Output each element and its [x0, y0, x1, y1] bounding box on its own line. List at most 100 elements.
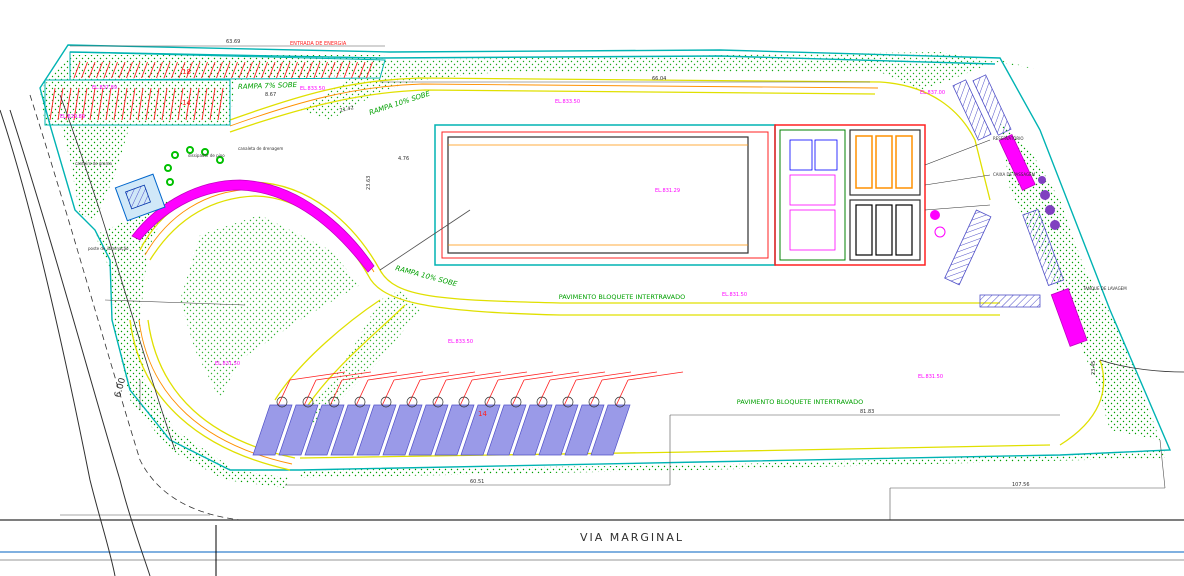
parking-stall-line [148, 61, 156, 79]
truck-bay [252, 371, 346, 456]
ramp-label-low: RAMPA 10% SOBE [394, 264, 458, 288]
parking-stall-line [161, 87, 168, 121]
parking-stall-line [261, 61, 268, 79]
green-curve-left [95, 200, 290, 488]
green-area [40, 52, 1165, 488]
elev-tag: EL.829.89 [60, 114, 85, 120]
parking-stall-line [118, 61, 126, 79]
dim-right-vert: 23.45 [1091, 361, 1097, 375]
utility-block [774, 124, 991, 266]
parking-stall-line [358, 61, 366, 79]
elev-tag: EL.837.89 [92, 85, 117, 91]
parking-stall-line [49, 87, 56, 121]
parking-stall-line [137, 87, 144, 121]
parking-stall-line [105, 87, 112, 121]
pavement-label-1: PAVIMENTO BLOQUETE INTERTRAVADO [559, 293, 685, 301]
elev-tag: EL.833.50 [300, 86, 325, 92]
truck-bay [460, 371, 554, 456]
parking-stall-line [111, 61, 118, 79]
parking-stall-line [126, 61, 133, 79]
parking-stall-line [217, 87, 224, 121]
parking-stall-line [113, 87, 120, 121]
parking-stall-line [129, 87, 136, 121]
parking-stall-line [268, 61, 276, 79]
parking-top-left [44, 51, 386, 126]
parking-stall-line [343, 61, 351, 79]
parking-stall-line [133, 61, 141, 79]
dim-building-h: 4.76 [398, 156, 409, 162]
dim-road-span: 107.56 [1012, 482, 1030, 488]
note: poste de iluminação [88, 246, 129, 251]
ramp-band-magenta [131, 179, 375, 273]
elev-tag: EL.833.50 [555, 99, 580, 105]
parking-stall-line [153, 87, 160, 121]
dim-right-span: 81.83 [860, 409, 874, 415]
pavement-label-2: PAVIMENTO BLOQUETE INTERTRAVADO [737, 398, 863, 406]
note: canteiro de grama [75, 161, 112, 166]
ramp-label-top: RAMPA 7% SOBE [238, 81, 298, 91]
truck-bay [382, 371, 476, 456]
truck-bay [278, 371, 372, 456]
parking-stall-line [366, 61, 373, 79]
parking-stall-line [231, 61, 238, 79]
parking-stall-line [291, 61, 298, 79]
dim-ramp-width: 8.67 [265, 92, 276, 98]
truck-bay [486, 371, 580, 456]
parking-stall-line [193, 61, 201, 79]
elev-tag: EL.831.50 [918, 374, 943, 380]
parking-stall-line [246, 61, 253, 79]
truck-bay [590, 371, 684, 456]
elev-tag: EL.831.50 [722, 292, 747, 298]
parking-stall-line [163, 61, 171, 79]
green-strip-top [300, 52, 1040, 120]
parking-count-top: 18 [182, 68, 191, 76]
elev-tag: EL.837.00 [920, 90, 945, 96]
parking-stall-line [306, 61, 313, 79]
parking-stall-line [313, 61, 321, 79]
parking-stall-line [208, 61, 216, 79]
site-boundary [39, 44, 1172, 471]
dim-ramp-len: 21.42 [339, 105, 354, 114]
dim-building-w: 23.63 [366, 176, 372, 190]
tree-row [164, 146, 224, 186]
parking-count-bottom: 14 [478, 410, 487, 418]
parking-stall-line [351, 61, 358, 79]
entrance-label: ENTRADA DE ENERGIA [290, 41, 347, 47]
central-building [379, 124, 776, 271]
parking-stall-line [169, 87, 176, 121]
parking-count-mid: 14 [182, 99, 191, 107]
truck-bay [304, 371, 398, 456]
parking-stall-line [96, 61, 103, 79]
parking-stall-line [298, 61, 306, 79]
dim-top-width: 63.69 [226, 39, 240, 45]
elev-tag: EL.831.29 [655, 188, 680, 194]
dim-left-offset: 6.00 [113, 377, 128, 399]
parking-stall-line [201, 61, 208, 79]
green-strip-right [1000, 120, 1160, 440]
parking-stall-line [141, 61, 148, 79]
parking-stall-line [283, 61, 291, 79]
note: dissipador de pino [188, 153, 225, 158]
dim-top-span: 66.04 [652, 76, 666, 82]
truck-bay [330, 371, 424, 456]
right-bays [944, 74, 1088, 347]
green-island [180, 215, 360, 400]
truck-bay [356, 371, 450, 456]
elev-tag: EL.831.50 [215, 361, 240, 367]
note: CAIXA DE PASSAGEM [993, 172, 1036, 177]
parking-stall-line [73, 87, 80, 121]
truck-bay [408, 371, 502, 456]
parking-stall-line [336, 61, 343, 79]
annotation-notes: canteiro de grama poste de iluminação di… [75, 136, 1127, 291]
parking-stall-line [193, 87, 200, 121]
truck-bay [538, 371, 632, 456]
parking-stall-line [216, 61, 223, 79]
parking-stall-line [171, 61, 178, 79]
truck-bay [512, 371, 606, 456]
parking-stall-line [88, 61, 96, 79]
parking-stall-line [81, 87, 88, 121]
truck-bay [564, 371, 658, 456]
parking-stall-line [223, 61, 231, 79]
